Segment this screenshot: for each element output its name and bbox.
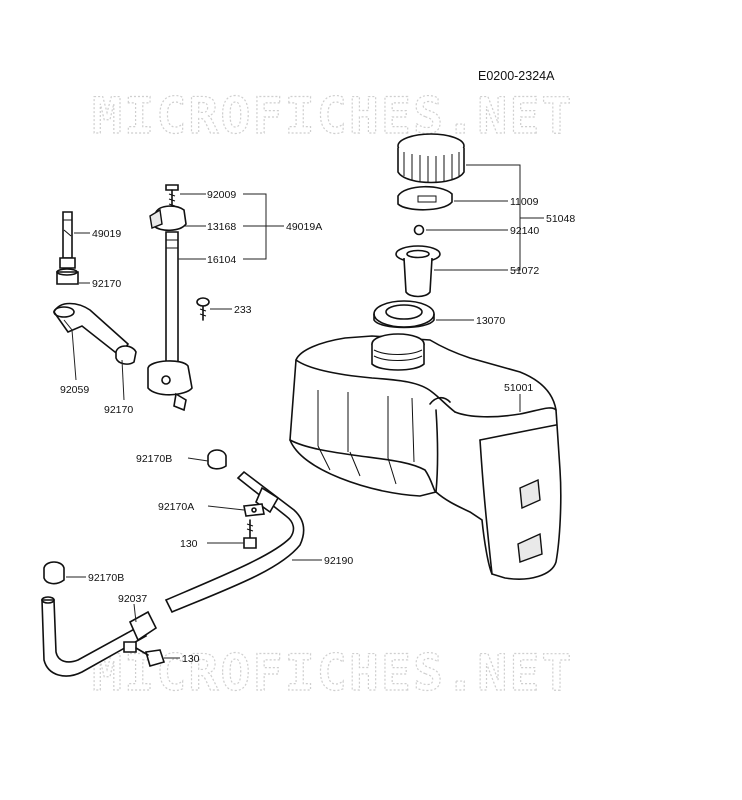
watermark-bottom: MICROFICHES.NET (92, 644, 574, 702)
part-labels: 92009 13168 49019A 16104 49019 92170 233… (60, 189, 575, 665)
clamp-92170A[interactable] (243, 486, 280, 517)
watermark-top: MICROFICHES.NET (92, 87, 574, 145)
label-49019: 49019 (92, 228, 121, 240)
clamp-92170B-top[interactable] (207, 449, 227, 470)
label-92037: 92037 (118, 593, 147, 605)
label-130-low: 130 (182, 653, 200, 665)
label-51048: 51048 (546, 213, 575, 225)
clamp-92170-mid[interactable] (115, 345, 137, 365)
label-92170B-top: 92170B (136, 453, 172, 465)
bolt-130-low[interactable] (123, 641, 166, 667)
hose-92037[interactable] (41, 596, 158, 677)
filter-49019[interactable] (59, 211, 76, 269)
label-92059: 92059 (60, 384, 89, 396)
label-92190: 92190 (324, 555, 353, 567)
diagram-code: E0200-2324A (478, 69, 555, 83)
label-92170-mid: 92170 (104, 404, 133, 416)
bolt-130-top[interactable] (243, 519, 257, 549)
leader-lines (63, 164, 544, 659)
ball-92140[interactable] (413, 224, 425, 236)
filter-51072[interactable] (395, 245, 441, 298)
label-51001: 51001 (504, 382, 533, 394)
label-51072: 51072 (510, 265, 539, 277)
hose-92190[interactable] (164, 470, 305, 614)
cap-plate-11009[interactable] (397, 185, 453, 211)
label-92170B-low: 92170B (88, 572, 124, 584)
label-92170-top: 92170 (92, 278, 121, 290)
clamp-92170-top[interactable] (56, 268, 79, 285)
label-92009: 92009 (207, 189, 236, 201)
label-13168: 13168 (207, 221, 236, 233)
label-92140: 92140 (510, 225, 539, 237)
clamp-92170B-low[interactable] (43, 561, 65, 585)
label-233: 233 (234, 304, 252, 316)
fuel-cock-assembly[interactable] (147, 184, 193, 412)
hose-92059[interactable] (53, 302, 130, 358)
label-92170A: 92170A (158, 501, 194, 513)
fuel-cap[interactable] (397, 133, 465, 184)
label-49019A: 49019A (286, 221, 322, 233)
label-16104: 16104 (207, 254, 236, 266)
label-130-top: 130 (180, 538, 198, 550)
gasket-13070[interactable] (373, 300, 435, 329)
label-13070: 13070 (476, 315, 505, 327)
fuel-tank-51001[interactable] (289, 333, 562, 580)
label-11009: 11009 (510, 196, 539, 208)
bolt-233[interactable] (196, 297, 210, 321)
